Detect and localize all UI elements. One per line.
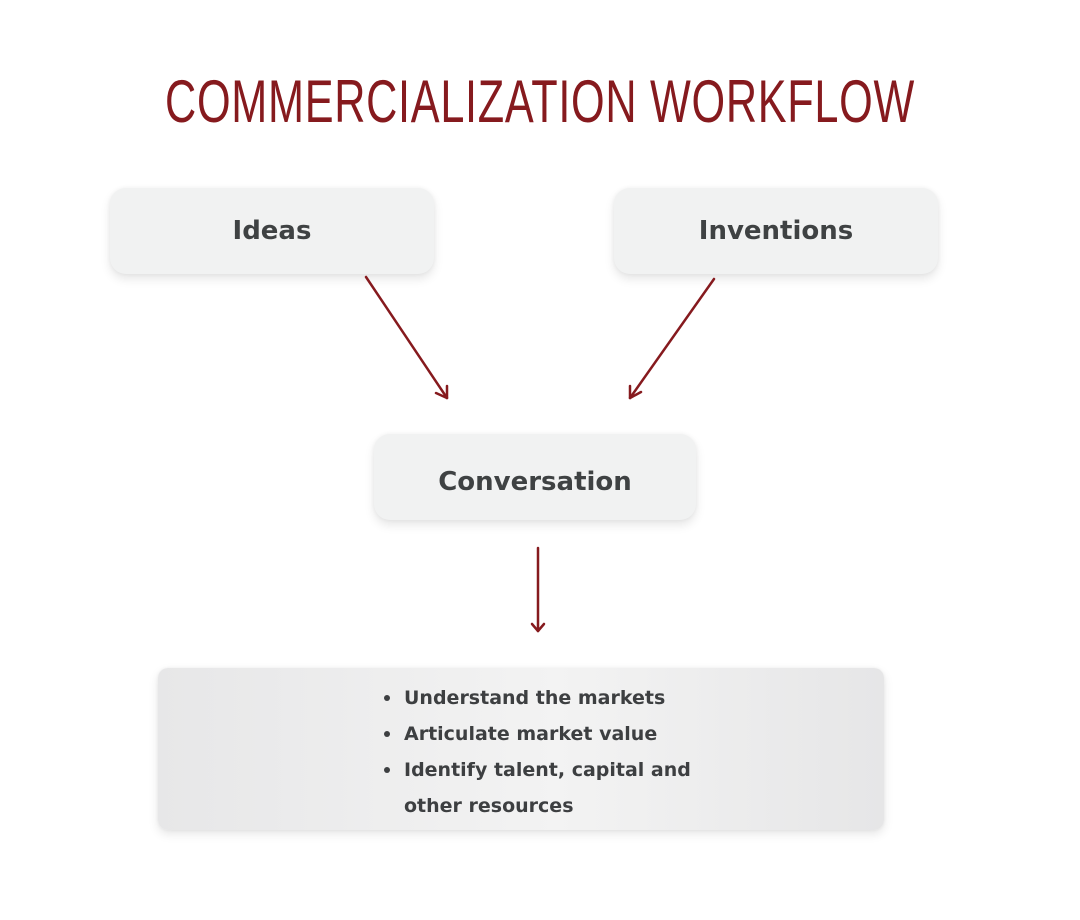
bullet-icon [384, 767, 390, 773]
outcome-text: Understand the markets [404, 687, 666, 709]
inventions-box: Inventions [614, 188, 938, 274]
list-item: Understand the markets [384, 680, 714, 716]
outcomes-list: Understand the markets Articulate market… [384, 680, 714, 824]
bullet-icon [384, 731, 390, 737]
list-item: Identify talent, capital and other resou… [384, 752, 714, 824]
outcomes-box: Understand the markets Articulate market… [158, 668, 884, 830]
outcome-text: Identify talent, capital and other resou… [404, 759, 691, 817]
outcome-text: Articulate market value [404, 723, 658, 745]
arrow-ideas-to-conversation [364, 275, 449, 400]
conversation-box: Conversation [374, 434, 696, 520]
conversation-label: Conversation [438, 467, 632, 497]
list-item: Articulate market value [384, 716, 714, 752]
arrow-conversation-to-outcomes [530, 546, 546, 633]
ideas-box: Ideas [110, 188, 434, 274]
inventions-label: Inventions [698, 216, 854, 246]
arrow-inventions-to-conversation [628, 277, 716, 400]
ideas-label: Ideas [232, 216, 312, 246]
bullet-icon [384, 695, 390, 701]
page-title: COMMERCIALIZATION WORKFLOW [165, 68, 915, 135]
